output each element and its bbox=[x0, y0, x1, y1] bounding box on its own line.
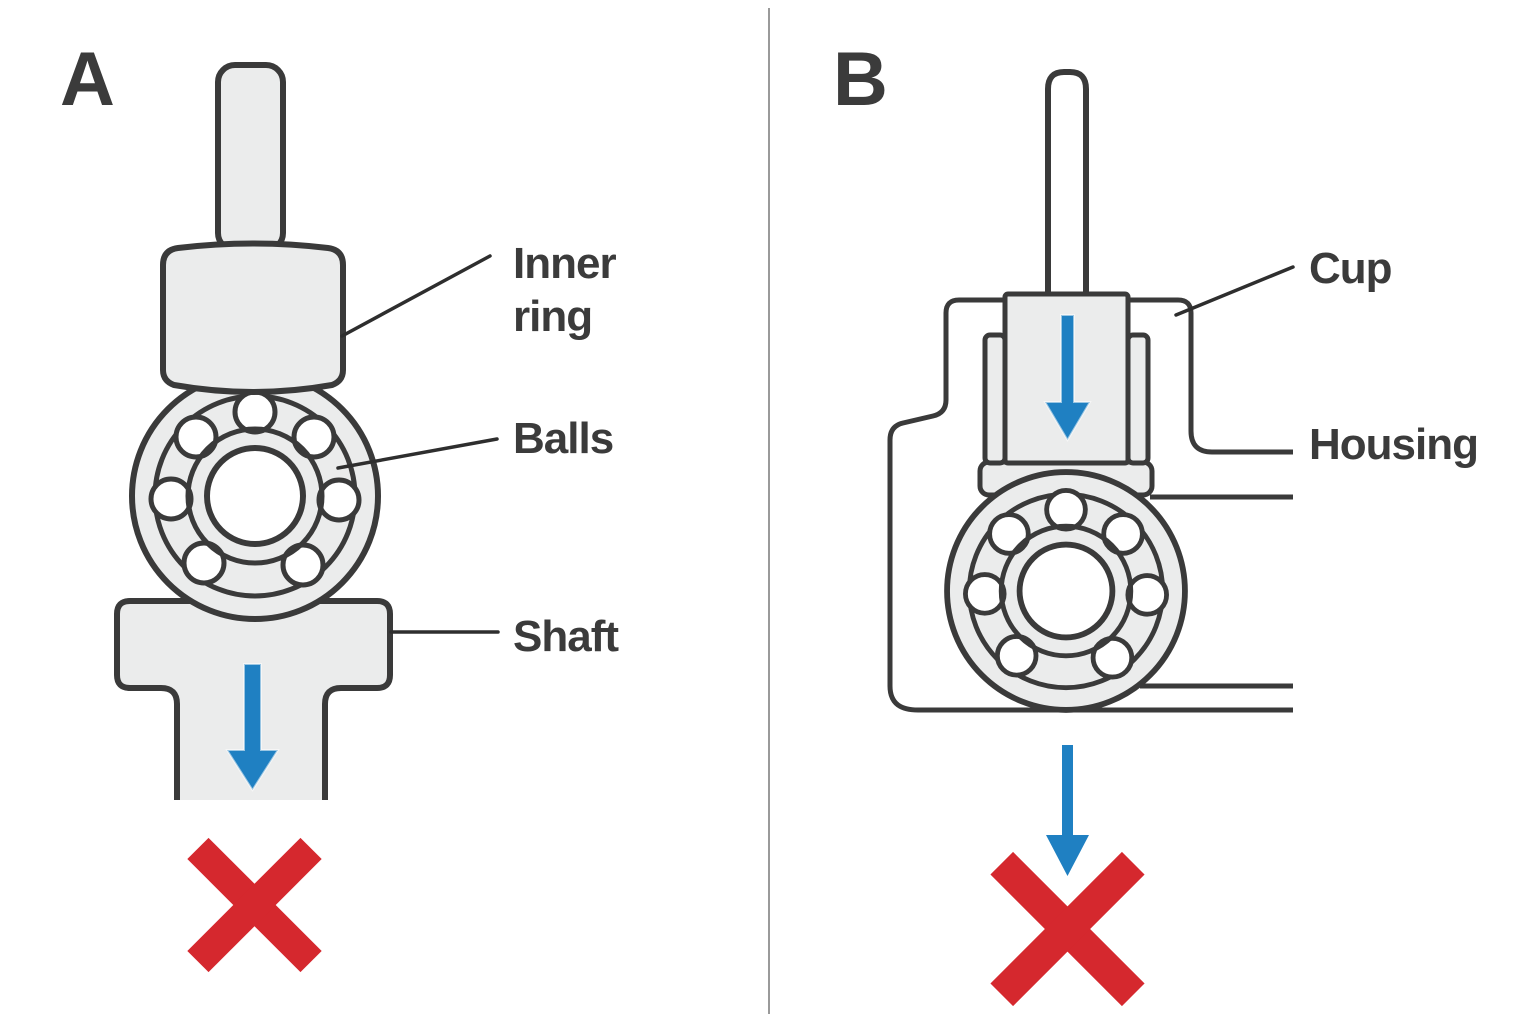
leader-cup bbox=[1174, 265, 1295, 317]
housing-outline bbox=[887, 297, 1293, 713]
label-balls: Balls bbox=[513, 414, 614, 463]
down-arrow-icon bbox=[1043, 314, 1092, 442]
cross-icon bbox=[990, 851, 1145, 1007]
label-housing: Housing bbox=[1309, 420, 1479, 469]
panel-b-letter: B bbox=[833, 37, 888, 122]
leader-inner-ring bbox=[340, 254, 492, 338]
panel-b-drawing bbox=[887, 69, 1295, 1007]
cup-wall-left bbox=[982, 332, 1008, 466]
ball-bearing-a bbox=[132, 373, 378, 619]
panel-a-drawing bbox=[114, 62, 500, 973]
label-cup: Cup bbox=[1309, 244, 1393, 293]
down-arrow-icon bbox=[225, 663, 280, 792]
press-rod-b bbox=[1045, 69, 1089, 297]
cup-wall-right bbox=[1125, 332, 1151, 466]
leader-balls bbox=[336, 437, 499, 470]
panel-a-letter: A bbox=[60, 37, 115, 122]
label-shaft: Shaft bbox=[513, 612, 619, 661]
label-inner-ring: Inner ring bbox=[513, 239, 617, 341]
ball-bearing-b bbox=[947, 472, 1185, 710]
press-rod-a bbox=[215, 62, 286, 253]
cross-icon bbox=[187, 837, 322, 973]
down-arrow-icon bbox=[1046, 745, 1089, 876]
panel-divider bbox=[768, 8, 770, 1014]
inner-ring-block bbox=[160, 240, 346, 395]
